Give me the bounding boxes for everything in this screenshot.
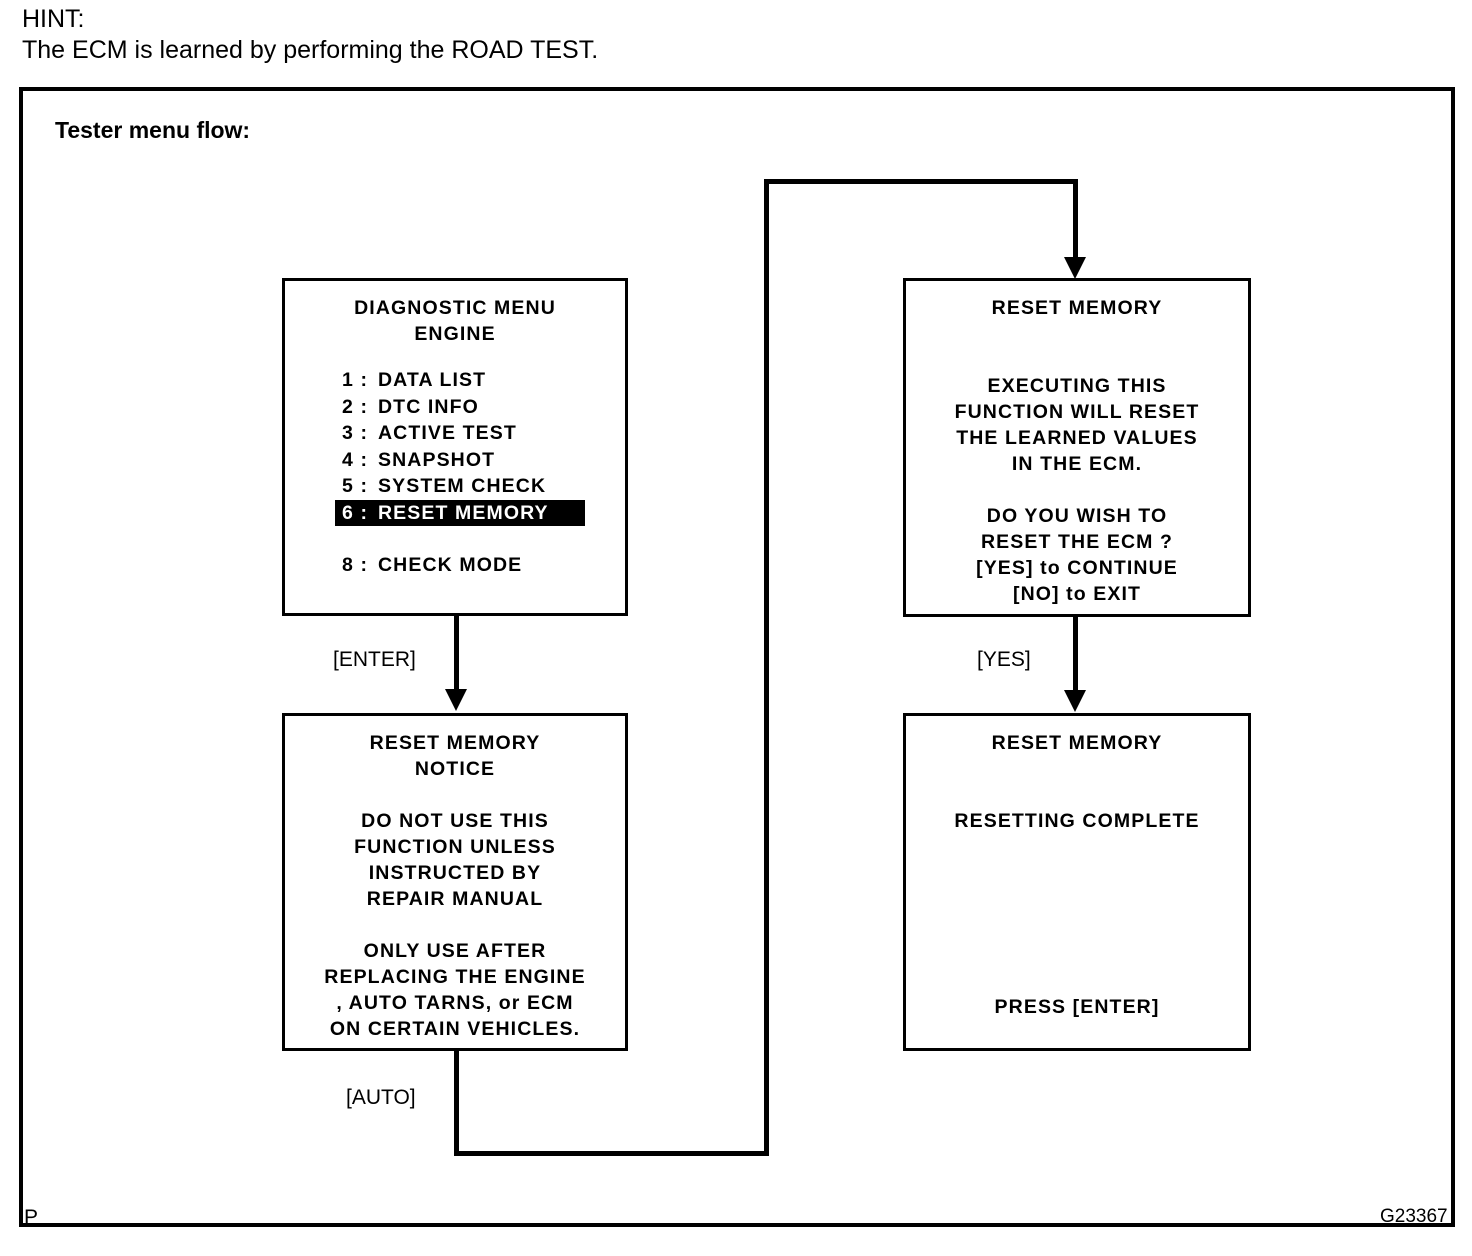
- screen-reset-memory-notice: RESET MEMORY NOTICE DO NOT USE THIS FUNC…: [282, 713, 628, 1051]
- auto-path-horizontal-bottom: [454, 1151, 769, 1156]
- menu-item-system-check[interactable]: 5 : SYSTEM CHECK: [285, 473, 625, 500]
- hint-label: HINT:: [22, 5, 85, 33]
- menu-item-label: RESET MEMORY: [378, 501, 549, 524]
- figure-id-label: G23367: [1380, 1206, 1448, 1227]
- complete-gap-1b: [906, 782, 1248, 808]
- confirm-gap-1b: [906, 347, 1248, 373]
- yes-connector-arrowhead: [1064, 690, 1086, 712]
- complete-title: RESET MEMORY: [991, 732, 1163, 754]
- notice-body-line: ON CERTAIN VEHICLES.: [329, 1018, 581, 1040]
- yes-connector-label: [YES]: [977, 648, 1031, 671]
- screen-diagnostic-menu: DIAGNOSTIC MENU ENGINE 1 : DATA LIST 2 : D…: [282, 278, 628, 616]
- enter-connector-line: [454, 616, 459, 694]
- figure-frame: Tester menu flow: [ENTER] [YES] [AUTO] D…: [19, 87, 1455, 1227]
- notice-body-line: , AUTO TARNS, or ECM: [336, 992, 574, 1014]
- enter-connector-label: [ENTER]: [333, 648, 416, 671]
- menu-item-number: 6 :: [342, 501, 369, 524]
- confirm-body-line: FUNCTION WILL RESET: [954, 401, 1200, 423]
- menu-item-active-test[interactable]: 3 : ACTIVE TEST: [285, 420, 625, 447]
- confirm-body-line: EXECUTING THIS: [987, 375, 1167, 397]
- confirm-body-line: DO YOU WISH TO: [986, 505, 1168, 527]
- notice-title-2: NOTICE: [414, 758, 496, 780]
- confirm-no-option[interactable]: [NO] to EXIT: [1012, 583, 1142, 605]
- notice-body-line: DO NOT USE THIS: [361, 810, 549, 832]
- return-path-vertical-left: [764, 179, 769, 1156]
- confirm-body-line: RESET THE ECM ?: [980, 531, 1173, 553]
- menu-item-snapshot[interactable]: 4 : SNAPSHOT: [285, 447, 625, 474]
- menu-item-number: 1 :: [342, 369, 369, 391]
- complete-prompt: PRESS [ENTER]: [994, 996, 1160, 1018]
- notice-body-line: REPAIR MANUAL: [366, 888, 544, 910]
- auto-path-vertical: [454, 1051, 459, 1156]
- yes-connector-line: [1073, 617, 1078, 695]
- hint-block: HINT: The ECM is learned by performing t…: [22, 4, 1022, 66]
- enter-connector-arrowhead: [445, 689, 467, 711]
- diagnostic-menu-title-2: ENGINE: [414, 323, 496, 345]
- notice-gap-2: [285, 912, 625, 938]
- notice-gap-1: [285, 782, 625, 808]
- notice-body-line: REPLACING THE ENGINE: [324, 966, 586, 988]
- menu-item-number: 2 :: [342, 395, 369, 418]
- menu-item-dtc-info[interactable]: 2 : DTC INFO: [285, 394, 625, 421]
- confirm-body-line: THE LEARNED VALUES: [956, 427, 1198, 449]
- return-path-vertical-right: [1073, 179, 1078, 261]
- menu-item-number: 8 :: [342, 554, 369, 576]
- menu-item-reset-memory-selected[interactable]: 6 : RESET MEMORY: [335, 499, 585, 526]
- confirm-body-line: IN THE ECM.: [1011, 453, 1143, 475]
- hint-text: The ECM is learned by performing the ROA…: [22, 36, 599, 64]
- menu-item-number: 3 :: [342, 422, 369, 444]
- menu-item-data-list[interactable]: 1 : DATA LIST: [285, 367, 625, 394]
- notice-body-line: FUNCTION UNLESS: [354, 836, 556, 858]
- page-marker: P: [24, 1206, 39, 1229]
- menu-item-label: ACTIVE TEST: [378, 422, 517, 444]
- screen-reset-memory-confirm: RESET MEMORY EXECUTING THIS FUNCTION WIL…: [903, 278, 1251, 617]
- confirm-gap-2: [906, 477, 1248, 503]
- return-path-horizontal-top: [764, 179, 1078, 184]
- notice-body-line: ONLY USE AFTER: [363, 940, 547, 962]
- menu-item-number: 5 :: [342, 475, 369, 497]
- diagnostic-menu-title-1: DIAGNOSTIC MENU: [354, 297, 556, 319]
- screen-reset-memory-complete: RESET MEMORY RESETTING COMPLETE PRESS [E…: [903, 713, 1251, 1051]
- complete-status: RESETTING COMPLETE: [954, 810, 1200, 832]
- menu-item-label: DATA LIST: [378, 369, 487, 391]
- menu-item-check-mode[interactable]: 8 : CHECK MODE: [285, 552, 625, 579]
- menu-item-number: 4 :: [342, 448, 369, 471]
- confirm-title: RESET MEMORY: [991, 297, 1163, 319]
- menu-item-label: SNAPSHOT: [378, 448, 496, 471]
- confirm-yes-option[interactable]: [YES] to CONTINUE: [976, 557, 1178, 579]
- notice-body-line: INSTRUCTED BY: [368, 862, 542, 884]
- figure-caption: Tester menu flow:: [55, 117, 251, 143]
- menu-item-label: DTC INFO: [378, 395, 479, 418]
- auto-connector-label: [AUTO]: [346, 1086, 416, 1109]
- notice-title-1: RESET MEMORY: [369, 732, 541, 754]
- menu-item-label: SYSTEM CHECK: [378, 475, 547, 497]
- confirm-gap-1: [906, 321, 1248, 347]
- complete-gap-1: [906, 756, 1248, 782]
- menu-item-label: CHECK MODE: [378, 554, 523, 576]
- menu-row-spacer: [285, 526, 625, 552]
- return-path-arrowhead: [1064, 257, 1086, 279]
